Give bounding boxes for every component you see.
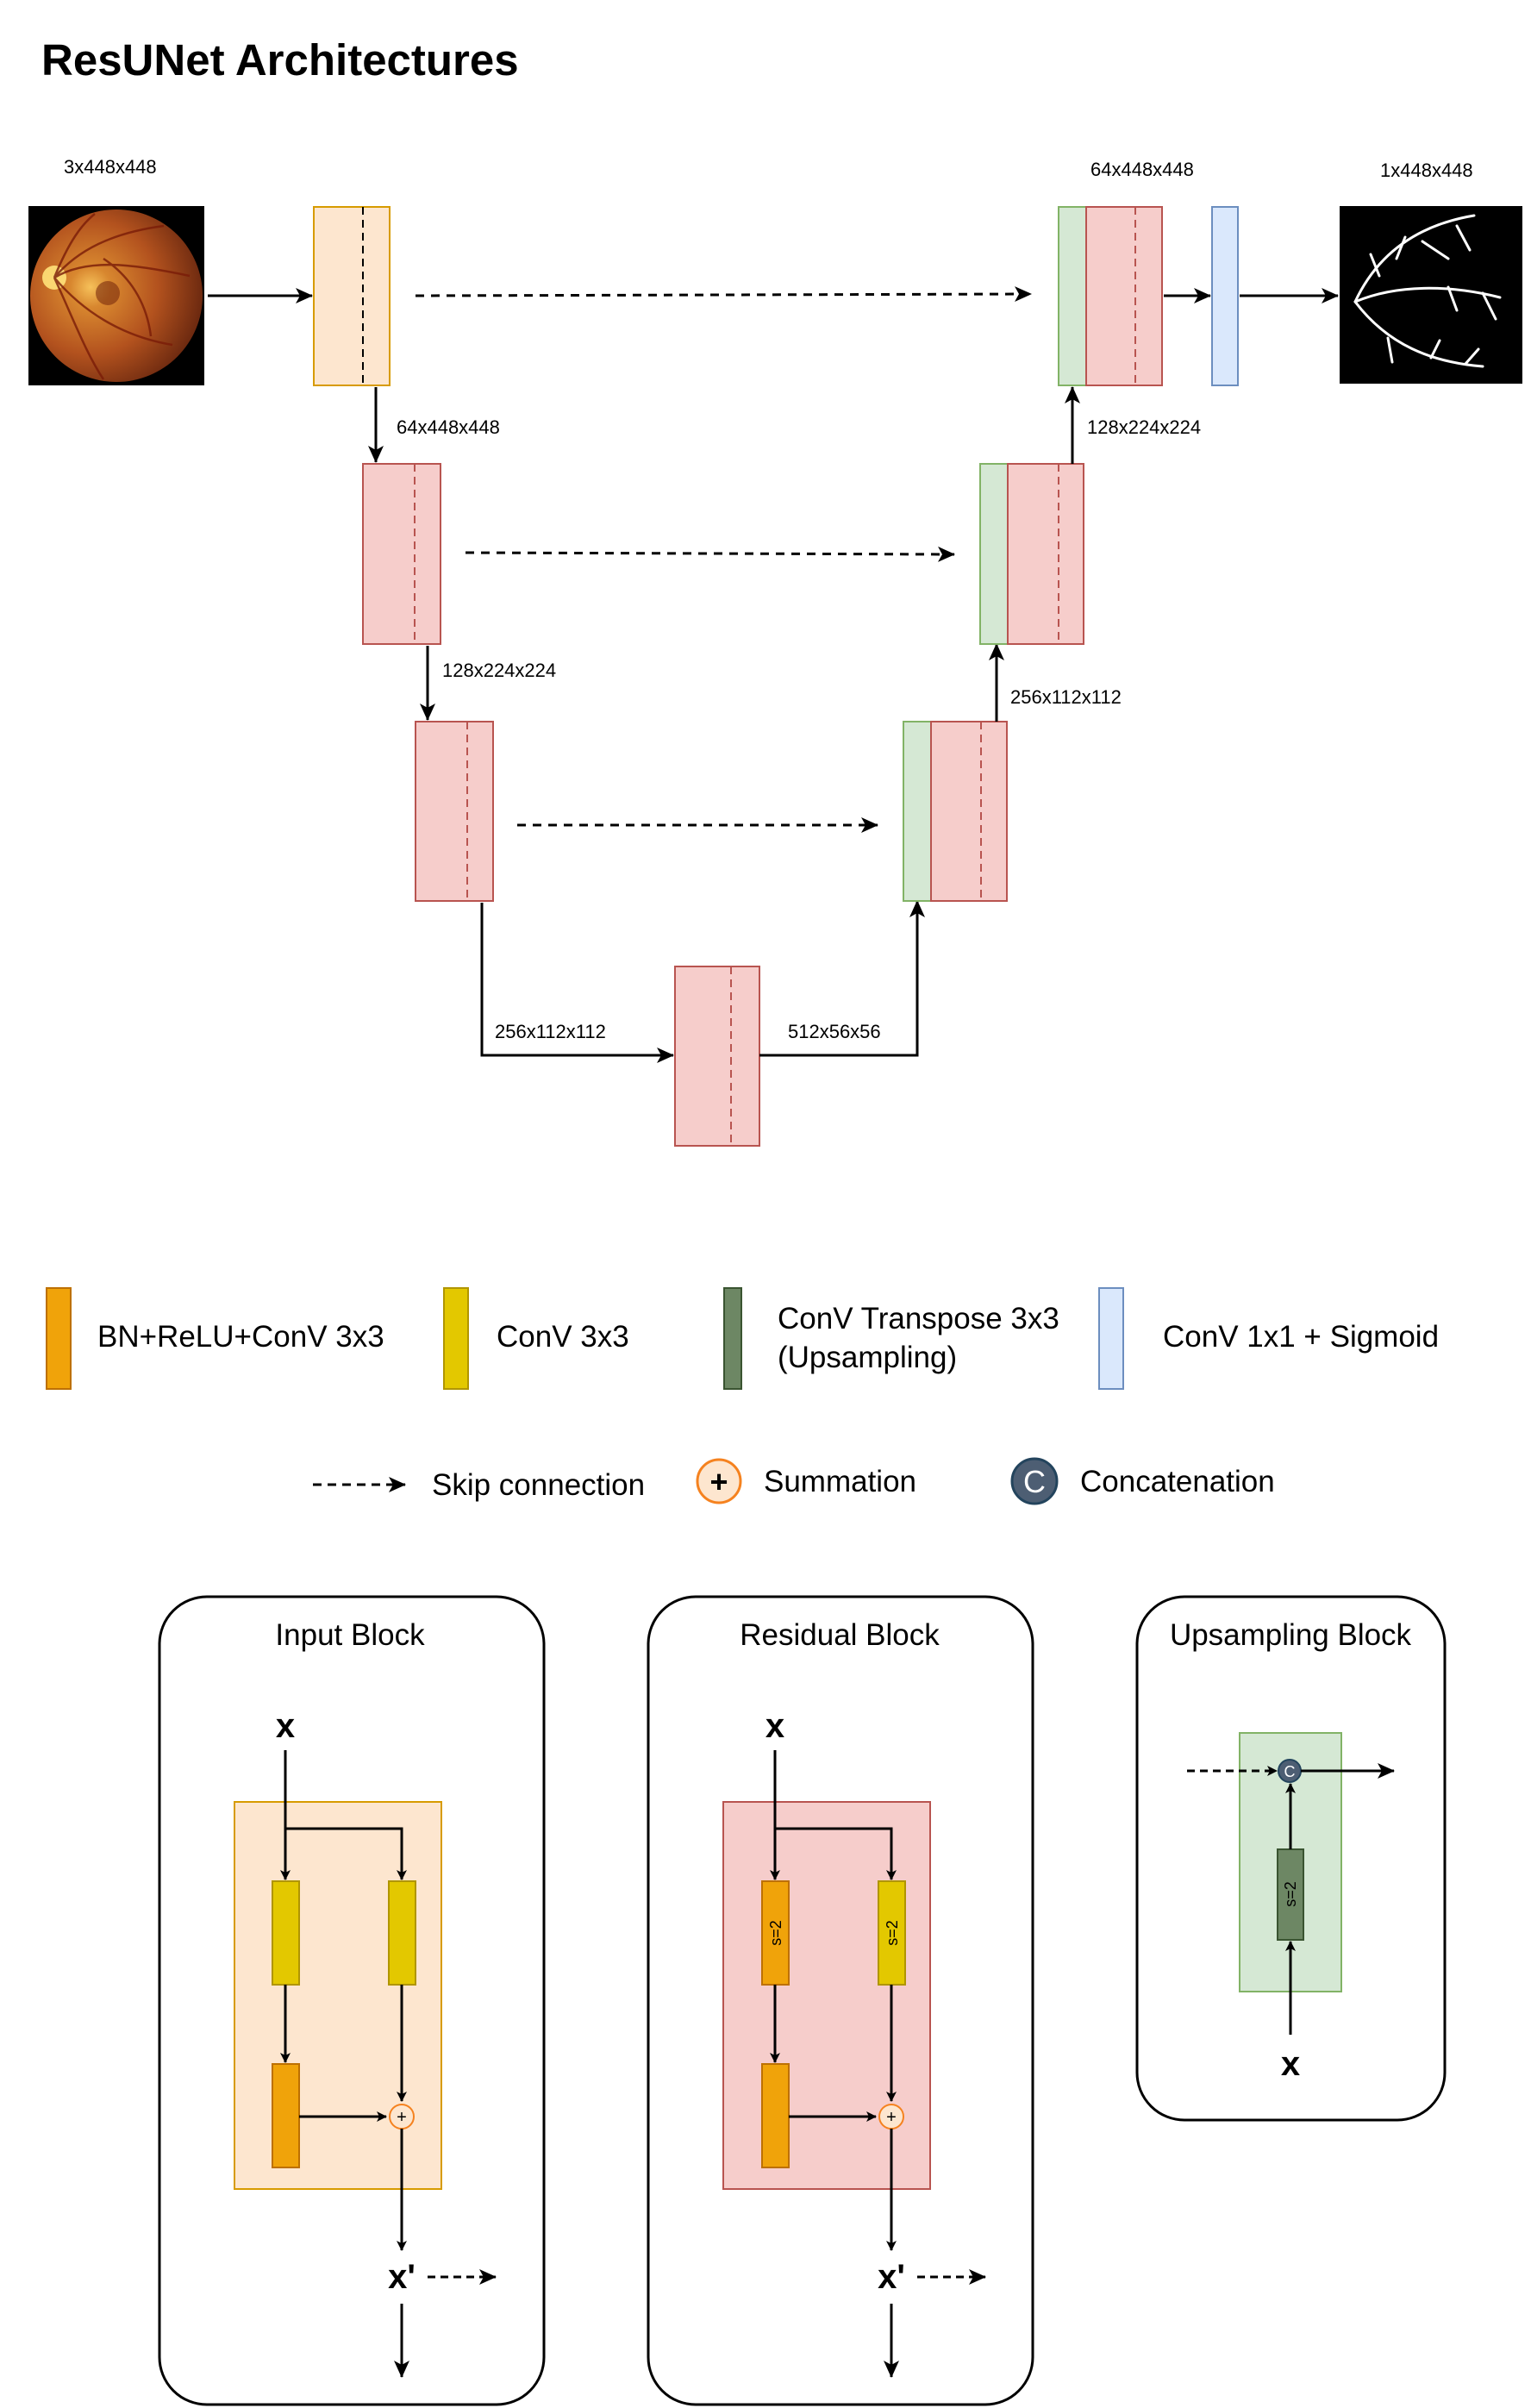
dec2-dim-label: 128x224x224 xyxy=(1087,416,1201,438)
input-block-container xyxy=(234,1801,442,2190)
legend-label-conv: ConV 3x3 xyxy=(497,1320,629,1354)
page-title: ResUNet Architectures xyxy=(41,35,519,84)
input-block-x-out: x' xyxy=(388,2258,416,2296)
upsampling-block-panel: Upsampling Block C s=2 x xyxy=(1135,1595,1447,2122)
residual-block-bottleneck xyxy=(674,966,760,1147)
legend-label-conv1x1: ConV 1x1 + Sigmoid xyxy=(1163,1320,1439,1354)
upsampling-block-panel-title: Upsampling Block xyxy=(1170,1618,1412,1652)
output-dim-label: 1x448x448 xyxy=(1380,159,1473,181)
residual-block-bn-relu-conv-stride xyxy=(761,1880,790,1986)
legend-swatch-conv-transpose xyxy=(723,1287,742,1390)
skip-connection-1 xyxy=(415,286,1032,303)
input-block-panel: Input Block x + x' xyxy=(158,1595,546,2406)
upsampling-block-decoder-2 xyxy=(979,463,1084,645)
input-block-x-in: x xyxy=(276,1707,295,1745)
arrow-bottleneck-up xyxy=(759,900,925,1057)
input-block-encoder xyxy=(313,206,391,386)
upsampling-block-conv-transpose xyxy=(1277,1848,1304,1941)
residual-block-x-in: x xyxy=(766,1707,784,1745)
bottleneck-dim-label: 512x56x56 xyxy=(788,1021,881,1042)
legend-concatenation-icon: C xyxy=(1010,1457,1059,1505)
upsampling-block-decoder-1 xyxy=(1058,206,1163,386)
input-block-conv-2 xyxy=(388,1880,416,1986)
residual-block-x-out: x' xyxy=(878,2258,905,2296)
input-block-summation-icon: + xyxy=(389,2104,415,2130)
skip-connection-2 xyxy=(465,546,955,562)
legend-label-summation: Summation xyxy=(764,1465,916,1498)
legend-label-conv-transpose-2: (Upsampling) xyxy=(778,1341,957,1374)
enc2-dim-label: 128x224x224 xyxy=(442,660,556,681)
residual-block-encoder-1 xyxy=(362,463,441,645)
enc1-dim-label: 64x448x448 xyxy=(397,416,500,438)
residual-block-summation-icon: + xyxy=(878,2104,904,2130)
input-block-bn-relu-conv xyxy=(272,2063,300,2168)
dec3-dim-label: 256x112x112 xyxy=(1010,686,1122,708)
upsampling-block-x-in: x xyxy=(1281,2045,1300,2083)
legend-summation-icon: + xyxy=(696,1458,742,1504)
legend-label-skip: Skip connection xyxy=(432,1468,645,1502)
input-block-conv-1 xyxy=(272,1880,300,1986)
residual-block-conv-stride xyxy=(878,1880,906,1986)
conv1x1-sigmoid-block xyxy=(1211,206,1239,386)
legend-label-conv-transpose-1: ConV Transpose 3x3 xyxy=(778,1302,1059,1335)
residual-block-panel-title: Residual Block xyxy=(740,1618,940,1652)
legend-swatch-conv xyxy=(443,1287,469,1390)
residual-block-stride-label-2: s=2 xyxy=(884,1920,901,1946)
output-segmentation-image xyxy=(1340,206,1522,384)
residual-block-panel: Residual Block x s=2 s=2 + x' xyxy=(647,1595,1034,2406)
dec1-dim-label: 64x448x448 xyxy=(1090,159,1194,180)
upsampling-block-stride-label: s=2 xyxy=(1282,1881,1299,1907)
input-block-panel-title: Input Block xyxy=(275,1618,425,1652)
arrow-to-bottleneck xyxy=(480,903,674,1063)
residual-block-stride-label-1: s=2 xyxy=(767,1920,784,1946)
upsampling-block-decoder-3 xyxy=(903,721,1008,902)
input-retina-image xyxy=(28,206,204,385)
enc3-dim-label: 256x112x112 xyxy=(495,1021,606,1042)
svg-text:+: + xyxy=(709,1464,728,1499)
svg-text:C: C xyxy=(1284,1763,1296,1780)
legend-label-concatenation: Concatenation xyxy=(1080,1465,1275,1498)
input-dim-label: 3x448x448 xyxy=(64,156,157,178)
residual-block-encoder-2 xyxy=(415,721,494,902)
svg-text:+: + xyxy=(886,2108,897,2127)
legend-label-bn-relu-conv: BN+ReLU+ConV 3x3 xyxy=(97,1320,384,1354)
legend-swatch-conv1x1 xyxy=(1098,1287,1124,1390)
legend-swatch-bn-relu-conv xyxy=(46,1287,72,1390)
svg-text:+: + xyxy=(397,2108,407,2127)
svg-text:C: C xyxy=(1023,1464,1046,1499)
residual-block-bn-relu-conv xyxy=(761,2063,790,2168)
upsampling-block-concat-icon: C xyxy=(1278,1759,1302,1783)
residual-block-container xyxy=(722,1801,931,2190)
